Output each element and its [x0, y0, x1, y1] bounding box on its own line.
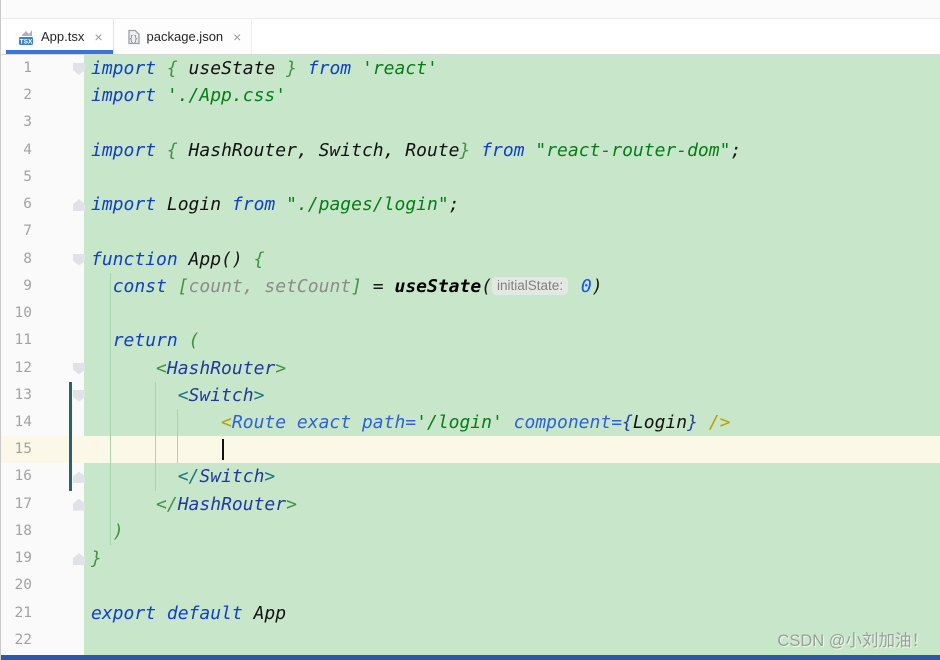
- code-row[interactable]: 18 ): [0, 518, 940, 545]
- fold-marker-icon[interactable]: [73, 553, 85, 566]
- code-row[interactable]: 20: [0, 572, 940, 599]
- code-text: </Switch>: [177, 466, 276, 488]
- code-text: import './App.css': [91, 85, 287, 107]
- titlebar-strip: [0, 0, 940, 19]
- fold-marker-icon[interactable]: [73, 63, 85, 75]
- code-row[interactable]: 5: [0, 164, 940, 191]
- tab-app-tsx[interactable]: TSX App.tsx ×: [6, 19, 114, 54]
- code-row[interactable]: 8 function App() {: [0, 246, 940, 273]
- tsx-file-icon: TSX: [18, 29, 35, 45]
- code-text: <Switch>: [177, 384, 265, 406]
- code-row[interactable]: 11 return (: [0, 327, 940, 354]
- line-number[interactable]: 16: [14, 468, 32, 485]
- code-row[interactable]: 6 import Login from "./pages/login";: [0, 191, 940, 218]
- line-number[interactable]: 9: [23, 277, 32, 294]
- code-row[interactable]: 13 <Switch>: [0, 382, 940, 409]
- code-text: const [count, setCount] = useState(initi…: [112, 275, 603, 297]
- code-editor[interactable]: 1 import { useState } from 'react' 2 import…: [0, 55, 940, 655]
- code-row[interactable]: 22: [0, 627, 940, 654]
- code-text: import { HashRouter, Switch, Route} from…: [91, 139, 742, 161]
- code-text: function App() {: [91, 248, 265, 270]
- code-text: export default App: [91, 602, 287, 624]
- vcs-change-marker: [69, 381, 72, 491]
- line-number[interactable]: 20: [14, 577, 32, 594]
- code-text: </HashRouter>: [156, 493, 297, 515]
- code-text: <Route exact path='/login' component={Lo…: [221, 411, 731, 433]
- code-text: import Login from "./pages/login";: [91, 194, 460, 216]
- code-row[interactable]: 14 <Route exact path='/login' component=…: [0, 409, 940, 436]
- code-row[interactable]: 4 import { HashRouter, Switch, Route} fro…: [0, 137, 940, 164]
- line-number[interactable]: 12: [14, 359, 32, 376]
- current-line-highlight: [0, 436, 940, 464]
- editor-highlight-background: [84, 55, 940, 655]
- code-row[interactable]: 21 export default App: [0, 600, 940, 627]
- code-text: import { useState } from 'react': [91, 58, 438, 79]
- bottom-accent-bar: [0, 655, 940, 660]
- code-text: ): [112, 520, 124, 542]
- code-row[interactable]: 3: [0, 109, 940, 136]
- code-row[interactable]: 19}: [0, 545, 940, 572]
- line-number[interactable]: 15: [14, 441, 32, 458]
- code-row[interactable]: 12 <HashRouter>: [0, 355, 940, 382]
- code-text: }: [91, 548, 102, 570]
- line-number[interactable]: 8: [23, 250, 32, 267]
- line-number[interactable]: 7: [23, 223, 32, 240]
- code-row[interactable]: 16 </Switch>: [0, 463, 940, 490]
- tab-label: package.json: [146, 29, 224, 44]
- text-caret: [222, 439, 224, 461]
- line-number[interactable]: 10: [14, 305, 32, 322]
- editor-tab-bar: TSX App.tsx × {} package.json ×: [0, 19, 940, 55]
- json-file-icon: {}: [126, 29, 141, 45]
- line-number[interactable]: 5: [23, 168, 32, 185]
- watermark-text: CSDN @小刘加油！: [777, 632, 928, 650]
- line-number[interactable]: 2: [23, 87, 32, 104]
- indent-guide: [110, 272, 111, 546]
- parameter-hint-inlay: initialState:: [492, 276, 569, 295]
- line-number[interactable]: 11: [14, 332, 32, 349]
- line-number[interactable]: 1: [23, 60, 32, 76]
- line-number[interactable]: 21: [14, 604, 32, 621]
- line-number[interactable]: 22: [14, 631, 32, 648]
- code-text: return (: [112, 330, 200, 352]
- line-number[interactable]: 3: [23, 114, 32, 131]
- code-row[interactable]: 15: [0, 436, 940, 463]
- code-row[interactable]: 10: [0, 300, 940, 327]
- tab-package-json[interactable]: {} package.json ×: [113, 19, 253, 54]
- indent-guide: [177, 408, 178, 464]
- close-icon[interactable]: ×: [94, 28, 103, 45]
- code-text: <HashRouter>: [156, 357, 287, 379]
- code-row[interactable]: 17 </HashRouter>: [0, 491, 940, 518]
- code-row[interactable]: 2 import './App.css': [0, 82, 940, 109]
- fold-marker-icon[interactable]: [73, 498, 85, 511]
- code-row[interactable]: 1 import { useState } from 'react': [0, 55, 940, 82]
- line-number[interactable]: 17: [14, 495, 32, 512]
- tab-label: App.tsx: [41, 29, 85, 44]
- fold-marker-icon[interactable]: [73, 389, 85, 402]
- editor-rows: 1 import { useState } from 'react' 2 import…: [0, 55, 940, 655]
- close-icon[interactable]: ×: [233, 28, 242, 45]
- line-number[interactable]: 18: [14, 522, 32, 539]
- fold-marker-icon[interactable]: [73, 471, 85, 484]
- svg-text:TSX: TSX: [20, 38, 33, 45]
- code-row[interactable]: 9 const [count, setCount] = useState(ini…: [0, 273, 940, 300]
- line-number[interactable]: 14: [14, 413, 32, 430]
- fold-marker-icon[interactable]: [73, 253, 85, 266]
- fold-marker-icon[interactable]: [73, 199, 85, 212]
- fold-marker-icon[interactable]: [73, 362, 85, 375]
- line-number[interactable]: 19: [14, 550, 32, 567]
- active-tab-indicator: [6, 50, 113, 54]
- line-number[interactable]: 4: [23, 141, 32, 158]
- code-row[interactable]: 7: [0, 218, 940, 245]
- svg-text:{}: {}: [129, 34, 138, 43]
- line-number[interactable]: 13: [14, 386, 32, 403]
- indent-guide: [155, 381, 156, 491]
- window-border: [0, 0, 1, 660]
- line-number[interactable]: 6: [23, 196, 32, 213]
